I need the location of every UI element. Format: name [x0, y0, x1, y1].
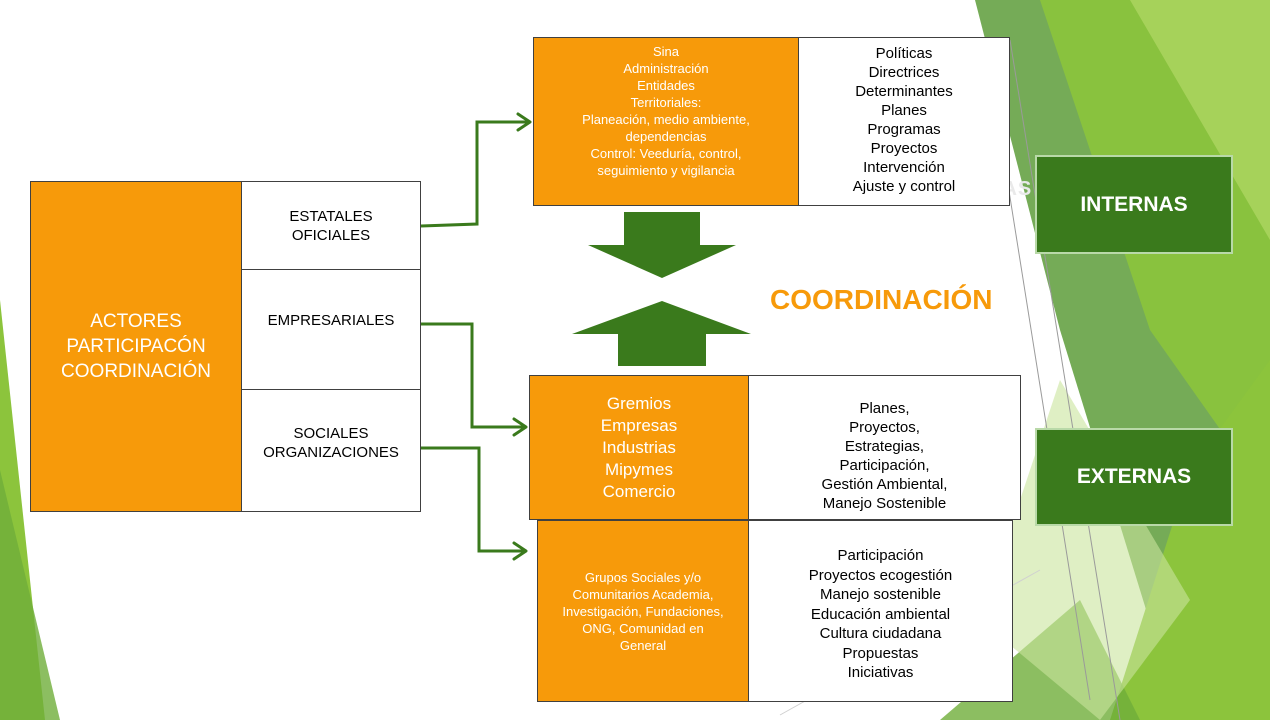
state-tool-line: Políticas	[875, 45, 933, 62]
business-tool-line: Estrategias,	[844, 438, 925, 455]
main-title-line: ACTORES	[90, 311, 182, 332]
social-actor-line: Investigación, Fundaciones,	[562, 603, 724, 619]
main-title-line: COORDINACIÓN	[61, 361, 211, 382]
business-tool-line: Gestión Ambiental,	[821, 476, 948, 493]
state-tool-line: Programas	[867, 121, 941, 138]
category-sociales: SOCIALES ORGANIZACIONES	[241, 389, 421, 512]
state-actor-line: Administración	[623, 61, 709, 76]
state-tool-line: Planes	[881, 102, 927, 119]
coordination-title: COORDINACIÓN	[770, 284, 993, 315]
business-tools-box: Planes, Proyectos, Estrategias, Particip…	[748, 375, 1021, 520]
state-actor-line: Control: Veeduría, control,	[590, 146, 742, 161]
category-label: SOCIALES	[293, 425, 369, 442]
social-tool-line: Iniciativas	[847, 664, 914, 681]
external-label-box: EXTERNAS	[1035, 428, 1233, 526]
state-tool-line: Intervención	[863, 159, 945, 176]
social-actor-line: Comunitarios Academia,	[572, 586, 714, 602]
state-actor-line: Planeación, medio ambiente,	[582, 112, 750, 127]
internal-label-box: INTERNAS	[1035, 155, 1233, 254]
social-tools-box: Participación Proyectos ecogestión Manej…	[748, 520, 1013, 702]
social-tool-line: Propuestas	[842, 644, 919, 662]
social-actor-line: General	[619, 637, 667, 653]
social-tool-line: Educación ambiental	[810, 605, 951, 623]
state-tool-line: Ajuste y control	[852, 178, 956, 195]
category-estatales: ESTATALES OFICIALES	[241, 181, 421, 270]
actors-main-block: ACTORES PARTICIPACÓN COORDINACIÓN	[30, 181, 242, 512]
social-tool-line: Proyectos ecogestión	[808, 566, 953, 584]
business-actor-line: Comercio	[602, 481, 676, 501]
state-actor-line: seguimiento y vigilancia	[597, 163, 735, 178]
business-tool-line: Manejo Sostenible	[822, 495, 947, 512]
business-actor-line: Industrias	[602, 437, 676, 457]
category-label: OFICIALES	[291, 226, 371, 244]
business-actor-line: Mipymes	[604, 459, 673, 479]
business-actor-line: Gremios	[606, 393, 672, 413]
category-label: ESTATALES	[289, 207, 373, 225]
social-tool-line: Participación	[837, 547, 924, 564]
state-tool-line: Proyectos	[870, 140, 938, 157]
state-tool-line: Determinantes	[855, 83, 953, 100]
category-label: EMPRESARIALES	[267, 312, 395, 329]
state-actors-box: Sina Administración Entidades Territoria…	[533, 37, 799, 206]
state-tools-box: Políticas Directrices Determinantes Plan…	[798, 37, 1010, 206]
state-actor-line: Sina	[652, 44, 680, 59]
business-actors-box: Gremios Empresas Industrias Mipymes Come…	[529, 375, 749, 520]
category-empresariales: EMPRESARIALES	[241, 269, 421, 390]
social-actors-box: Grupos Sociales y/o Comunitarios Academi…	[537, 520, 749, 702]
business-tool-line: Planes,	[859, 400, 910, 417]
state-actor-line: Territoriales:	[630, 95, 702, 110]
state-tool-line: Directrices	[868, 64, 940, 81]
business-actor-line: Empresas	[600, 415, 678, 435]
state-actor-line: Entidades	[637, 78, 695, 93]
social-tool-line: Manejo sostenible	[820, 586, 941, 603]
social-actor-line: ONG, Comunidad en	[582, 620, 704, 636]
main-title-line: PARTICIPACÓN	[66, 336, 206, 357]
category-label: ORGANIZACIONES	[263, 444, 399, 461]
state-actor-line: dependencias	[625, 129, 707, 144]
business-tool-line: Participación,	[839, 457, 930, 474]
social-actor-line: Grupos Sociales y/o	[584, 569, 702, 585]
social-tool-line: Cultura ciudadana	[819, 625, 942, 642]
business-tool-line: Proyectos,	[849, 419, 920, 436]
